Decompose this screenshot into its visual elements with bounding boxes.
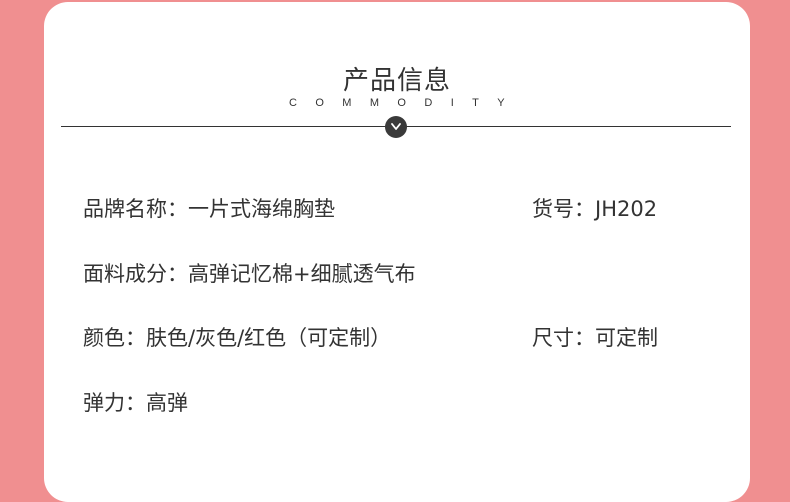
page-subtitle: COMMODITY (288, 97, 524, 109)
size-field: 尺寸：可定制 (532, 326, 658, 350)
chevron-down-icon (385, 116, 407, 138)
material-field: 面料成分：高弹记忆棉+细腻透气布 (83, 262, 416, 286)
elasticity-field: 弹力：高弹 (83, 391, 188, 415)
brand-name-field: 品牌名称：一片式海绵胸垫 (83, 197, 335, 221)
page-title: 产品信息 (342, 66, 451, 96)
model-number-field: 货号：JH202 (532, 197, 658, 221)
product-info-card: 产品信息 COMMODITY 品牌名称：一片式海绵胸垫 货号：JH202 面料成… (44, 2, 750, 502)
chevron-down-glyph (391, 123, 401, 130)
color-field: 颜色：肤色/灰色/红色（可定制） (83, 326, 392, 350)
